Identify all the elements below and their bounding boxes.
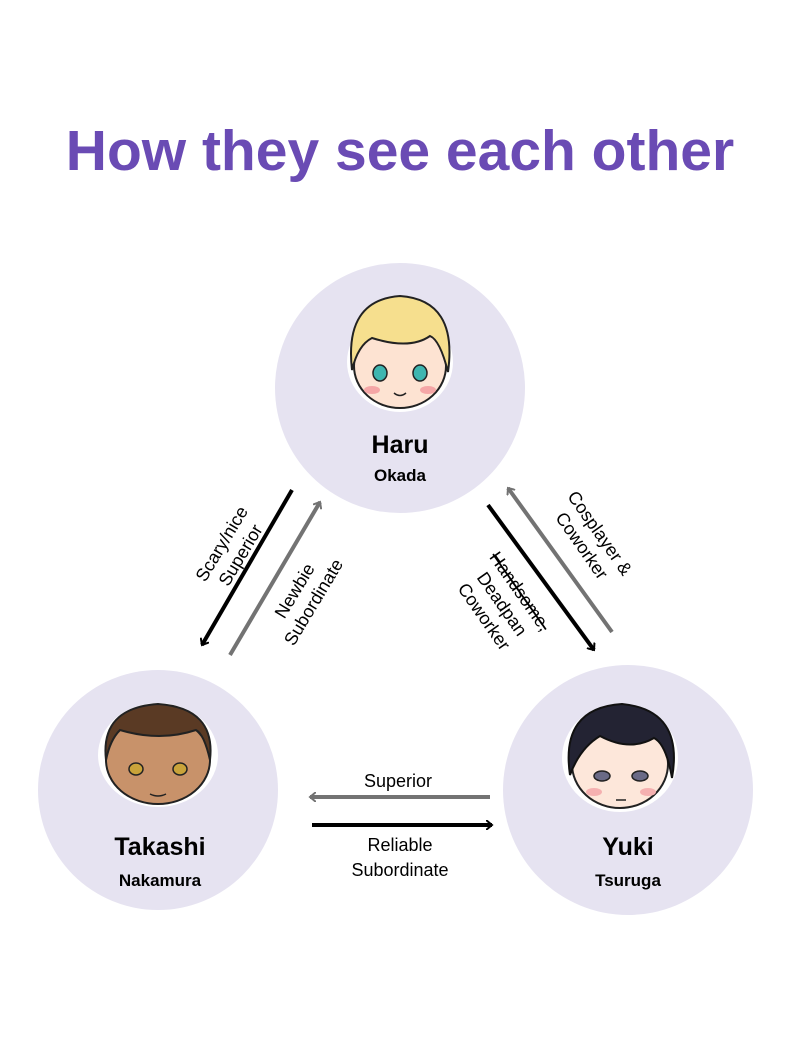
label-yuki-to-haru: Cosplayer & Coworker bbox=[552, 487, 637, 583]
character-first-name: Takashi bbox=[114, 833, 205, 861]
node-haru: Haru Okada bbox=[275, 263, 525, 513]
character-last-name: Tsuruga bbox=[595, 871, 661, 890]
label-yuki-to-takashi: Superior bbox=[364, 771, 432, 791]
yuki-avatar-icon bbox=[562, 702, 678, 812]
character-last-name: Okada bbox=[374, 466, 427, 485]
character-first-name: Haru bbox=[372, 431, 429, 459]
node-yuki: Yuki Tsuruga bbox=[503, 665, 753, 915]
takashi-avatar-icon bbox=[98, 702, 218, 807]
character-first-name: Yuki bbox=[602, 833, 653, 861]
arrow-takashi-to-haru bbox=[228, 502, 320, 657]
arrow-haru-to-takashi bbox=[202, 488, 294, 645]
label-takashi-to-haru: Newbie Subordinate bbox=[271, 555, 347, 649]
haru-avatar-icon bbox=[347, 294, 453, 412]
arrow-haru-to-yuki bbox=[486, 503, 596, 650]
arrow-yuki-to-haru bbox=[506, 488, 614, 634]
svg-text:Subordinate: Subordinate bbox=[351, 860, 448, 880]
label-haru-to-yuki: Handsome, Deadpan Coworker bbox=[454, 548, 555, 654]
svg-text:Reliable: Reliable bbox=[367, 835, 432, 855]
page-title: How they see each other bbox=[65, 119, 735, 183]
character-last-name: Nakamura bbox=[119, 871, 202, 890]
node-takashi: Takashi Nakamura bbox=[38, 670, 278, 910]
label-takashi-to-yuki: Reliable Subordinate bbox=[351, 835, 448, 880]
